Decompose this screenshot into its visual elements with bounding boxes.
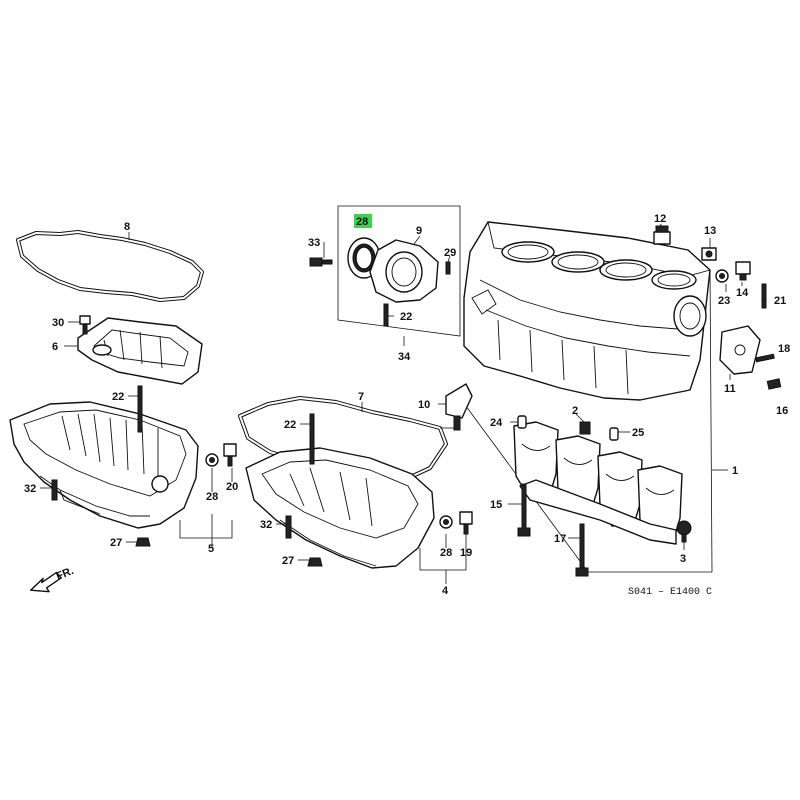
drain-bolt-19[interactable] [459, 511, 473, 535]
oil-pan-left[interactable] [9, 401, 199, 529]
label-32-left[interactable]: 32 [24, 483, 36, 495]
drain-bolt-27-right[interactable] [307, 557, 323, 567]
label-28-highlighted[interactable]: 28 [356, 216, 368, 228]
baffle-plate[interactable] [77, 317, 203, 385]
nut-14[interactable] [735, 261, 751, 281]
bracket-11[interactable] [719, 325, 761, 375]
label-14[interactable]: 14 [736, 287, 749, 299]
stud-21[interactable] [761, 283, 767, 309]
dowel-24[interactable] [517, 415, 527, 429]
cylinder-block[interactable] [463, 221, 711, 401]
label-21[interactable]: 21 [774, 295, 786, 307]
label-3[interactable]: 3 [680, 553, 686, 565]
upper-oil-pan-gasket[interactable] [16, 230, 204, 302]
label-32-right[interactable]: 32 [260, 519, 272, 531]
dowel-25[interactable] [609, 427, 619, 441]
dowel-29[interactable] [445, 261, 451, 275]
label-9[interactable]: 9 [416, 225, 422, 237]
drain-bolt-20[interactable] [223, 443, 237, 467]
stud-22-housing[interactable] [383, 303, 389, 327]
leader-lines [40, 223, 766, 584]
stud-22-left[interactable] [137, 385, 143, 433]
label-1[interactable]: 1 [732, 465, 738, 477]
plug-3[interactable] [676, 520, 692, 543]
label-30[interactable]: 30 [52, 317, 64, 329]
washer-28-right[interactable] [439, 515, 453, 529]
label-16[interactable]: 16 [776, 405, 788, 417]
label-11[interactable]: 11 [724, 383, 736, 395]
main-bearing-caps[interactable] [513, 421, 683, 545]
drain-bolt-27-left[interactable] [135, 537, 151, 547]
label-22-housing[interactable]: 22 [400, 311, 412, 323]
front-label: FR. [55, 565, 76, 583]
label-10[interactable]: 10 [418, 399, 430, 411]
bolt-18[interactable] [755, 353, 775, 363]
label-2[interactable]: 2 [572, 405, 578, 417]
label-5[interactable]: 5 [208, 543, 214, 555]
bolt-32-left[interactable] [51, 479, 58, 501]
bracket-10[interactable] [445, 383, 473, 419]
label-18[interactable]: 18 [778, 343, 790, 355]
sensor-12[interactable] [653, 225, 671, 245]
label-7[interactable]: 7 [358, 391, 364, 403]
bearing-cap-bolt-15[interactable] [517, 483, 531, 537]
nut-2[interactable] [579, 421, 591, 435]
diagram-code: S041 – E1400 C [628, 587, 712, 598]
label-17[interactable]: 17 [554, 533, 566, 545]
label-33[interactable]: 33 [308, 237, 320, 249]
label-13[interactable]: 13 [704, 225, 716, 237]
stud-22-right[interactable] [309, 413, 315, 465]
label-20[interactable]: 20 [226, 481, 238, 493]
label-12[interactable]: 12 [654, 213, 666, 225]
bolt-33[interactable] [309, 257, 333, 267]
group-box-34 [337, 205, 461, 337]
label-25[interactable]: 25 [632, 427, 644, 439]
label-34[interactable]: 34 [398, 351, 411, 363]
label-29[interactable]: 29 [444, 247, 456, 259]
label-4[interactable]: 4 [442, 585, 449, 597]
label-28-right[interactable]: 28 [440, 547, 452, 559]
label-6[interactable]: 6 [52, 341, 58, 353]
label-24[interactable]: 24 [490, 417, 503, 429]
highlight-28 [354, 214, 372, 228]
label-23[interactable]: 23 [718, 295, 730, 307]
front-direction-arrow: FR. [30, 565, 76, 593]
label-19[interactable]: 19 [460, 547, 472, 559]
bearing-cap-bolt-17[interactable] [575, 523, 589, 577]
label-27-left[interactable]: 27 [110, 537, 122, 549]
label-8[interactable]: 8 [124, 221, 130, 233]
label-15[interactable]: 15 [490, 499, 502, 511]
washer-28-left[interactable] [205, 453, 219, 467]
seal-housing-9[interactable] [369, 239, 439, 303]
part-number-labels: 8 30 6 22 32 27 28 20 5 7 22 32 27 28 19… [24, 213, 790, 597]
bolt-30[interactable] [79, 315, 91, 335]
bolt-32-right[interactable] [285, 515, 292, 539]
label-22-left[interactable]: 22 [112, 391, 124, 403]
sensor-13[interactable] [701, 247, 717, 261]
oil-pan-right[interactable] [245, 447, 435, 569]
bolt-31[interactable] [453, 415, 461, 431]
label-27-right[interactable]: 27 [282, 555, 294, 567]
label-28-left[interactable]: 28 [206, 491, 218, 503]
washer-23[interactable] [715, 269, 729, 283]
label-22-right[interactable]: 22 [284, 419, 296, 431]
bolt-16[interactable] [766, 378, 782, 390]
